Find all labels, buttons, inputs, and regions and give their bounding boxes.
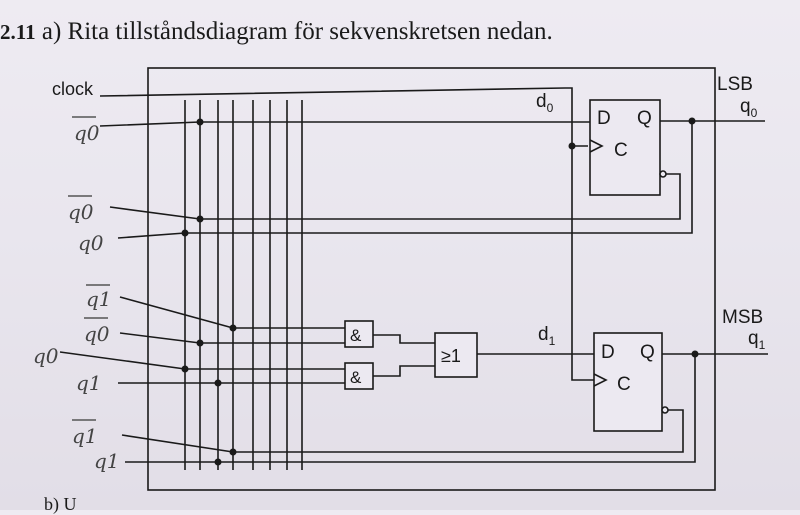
q0-output-label: q0 bbox=[740, 96, 758, 120]
or-gate-symbol: ≥1 bbox=[441, 346, 461, 366]
ff1-feedback bbox=[218, 354, 696, 463]
ff0-c-pin: C bbox=[614, 140, 628, 161]
junction-dots bbox=[181, 117, 699, 466]
ff0-d-pin: D bbox=[597, 108, 611, 129]
clock-label: clock bbox=[52, 79, 94, 99]
flip-flop-0 bbox=[589, 99, 661, 196]
exercise-text: a) Rita tillståndsdiagram för sekvenskre… bbox=[41, 18, 553, 45]
and-gate-2-symbol: & bbox=[350, 368, 362, 387]
exercise-number: 2.11 bbox=[0, 20, 36, 44]
and-inputs bbox=[185, 327, 345, 384]
ff0-clock-triangle bbox=[589, 139, 604, 153]
d1-label: d1 bbox=[538, 324, 556, 348]
d0-wire bbox=[99, 121, 590, 127]
input-leaders bbox=[59, 206, 234, 463]
handwritten-input-labels: q0 q0 q0 q1 q0 q0 q1 q1 q1 bbox=[33, 116, 120, 473]
and-gate-1-symbol: & bbox=[350, 326, 362, 345]
next-subtask-text: b) U bbox=[44, 494, 77, 514]
input-label-3: q0 bbox=[78, 231, 104, 255]
or-gate bbox=[434, 332, 478, 378]
input-label-7: q1 bbox=[76, 371, 102, 395]
ff1-d-pin: D bbox=[601, 342, 615, 363]
d0-label: d0 bbox=[536, 91, 554, 115]
ff1-qbar-bubble bbox=[661, 406, 669, 414]
q1-output-label: q1 bbox=[748, 328, 766, 352]
and-gate-2 bbox=[344, 362, 374, 390]
and-to-or-wires bbox=[373, 334, 435, 377]
input-label-1: q0 bbox=[74, 121, 100, 145]
exercise-heading: 2.11 a) Rita tillståndsdiagram för sekve… bbox=[0, 18, 553, 46]
circuit-frame bbox=[147, 67, 716, 491]
ff1-q-pin: Q bbox=[640, 342, 655, 363]
input-label-6: q0 bbox=[33, 344, 59, 368]
clock-wire bbox=[99, 87, 594, 381]
input-label-2: q0 bbox=[68, 200, 94, 224]
ff0-feedback bbox=[185, 121, 693, 234]
vertical-bus-lines bbox=[184, 100, 303, 470]
and-gate-1 bbox=[344, 320, 374, 348]
input-label-9: q1 bbox=[94, 449, 120, 473]
input-label-4: q1 bbox=[86, 287, 112, 311]
ff1-clock-triangle bbox=[593, 373, 608, 387]
input-label-5: q0 bbox=[84, 322, 110, 346]
ff0-qbar-bubble bbox=[659, 170, 667, 178]
lsb-label: LSB bbox=[717, 74, 753, 95]
ff1-c-pin: C bbox=[617, 374, 631, 395]
input-label-8: q1 bbox=[72, 424, 98, 448]
flip-flop-1 bbox=[593, 332, 663, 432]
msb-label: MSB bbox=[722, 307, 763, 328]
ff0-q-pin: Q bbox=[637, 108, 652, 129]
